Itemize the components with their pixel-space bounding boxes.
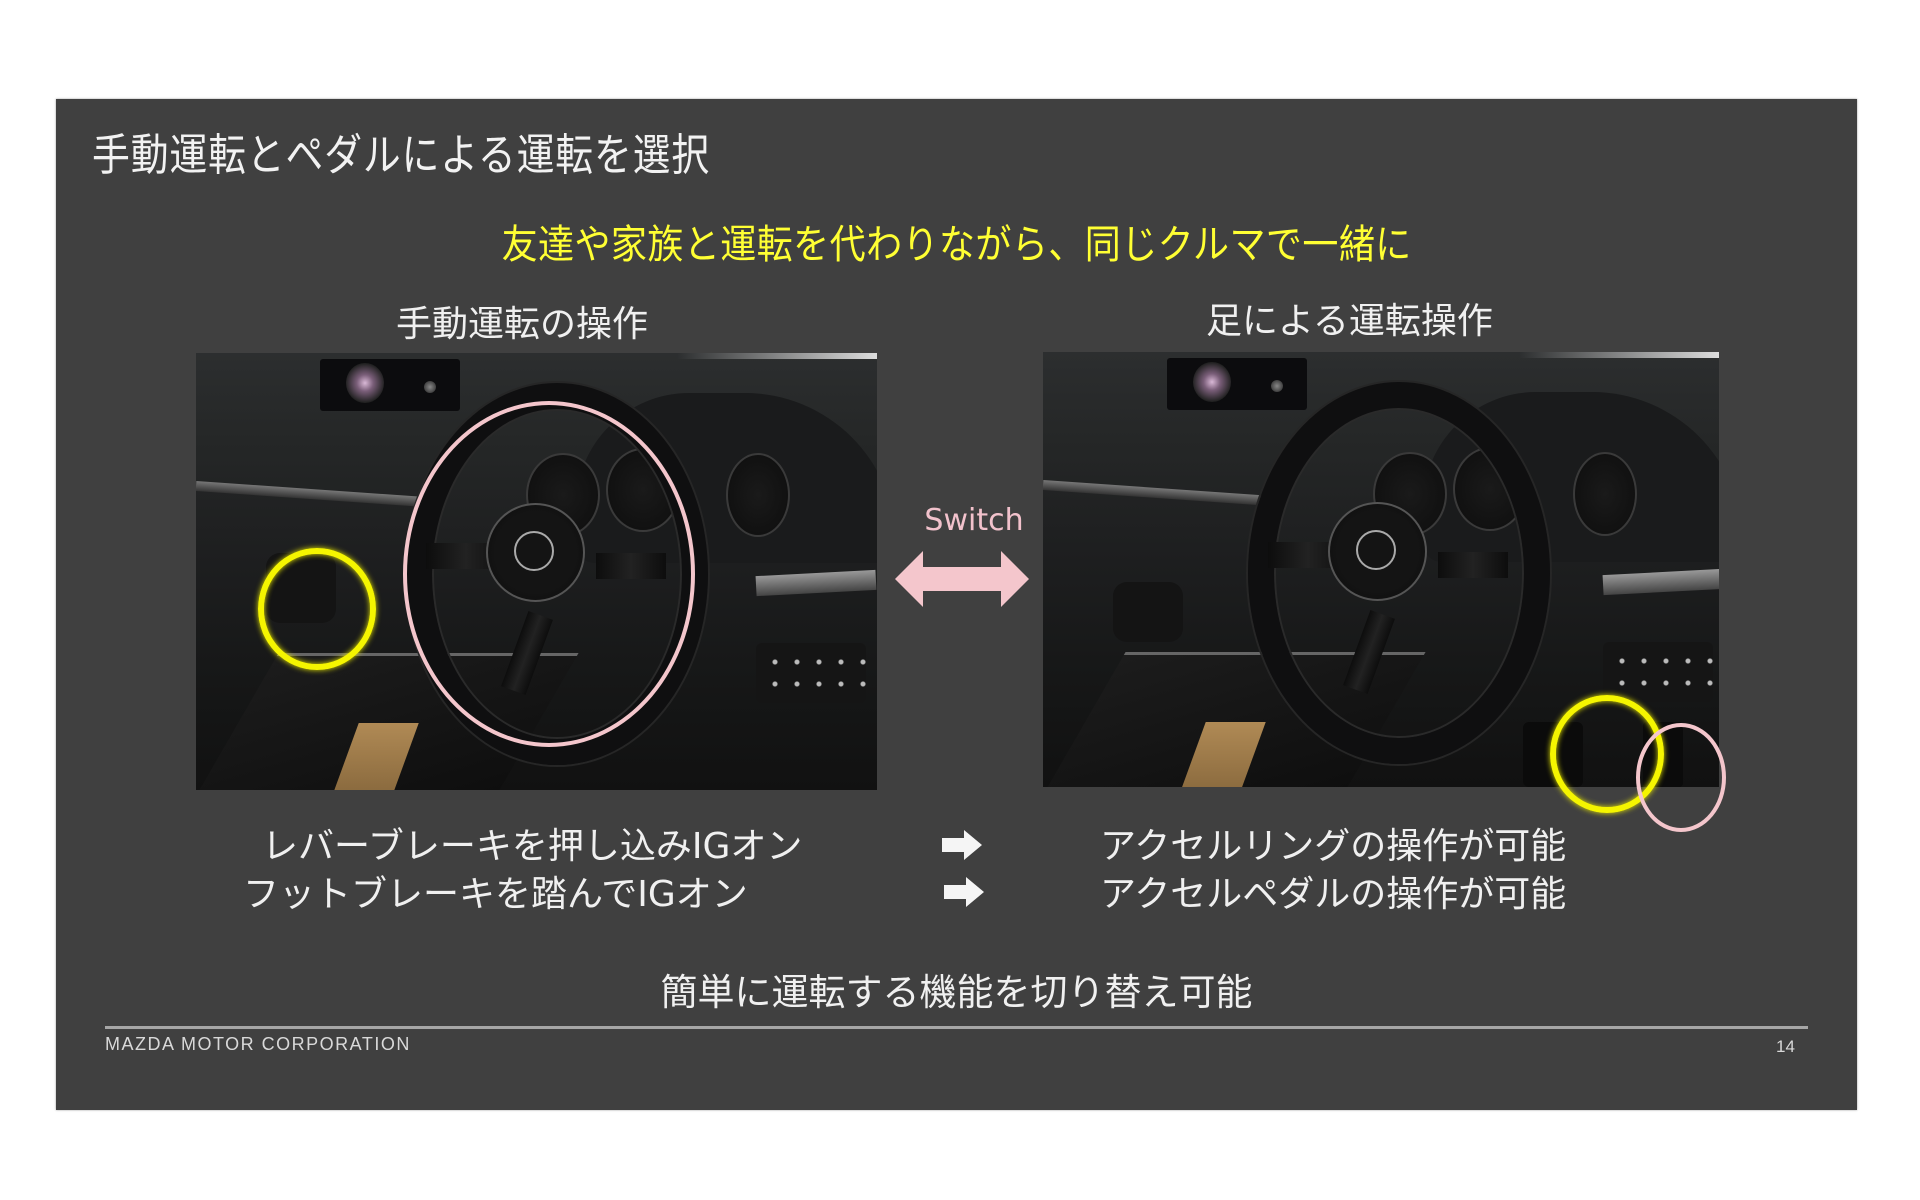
climate-buttons [756,643,866,703]
gauge [726,453,790,537]
row-2-condition: フットブレーキを踏んでIGオン [243,874,748,915]
photo-highlight [677,353,877,359]
cockpit-photo-hand-control [196,353,877,790]
right-panel-heading: 足による運転操作 [1206,301,1493,342]
row-1-condition: レバーブレーキを押し込みIGオン [262,826,803,867]
center-display [320,359,460,411]
dashboard-trim [1043,480,1273,507]
center-display [1167,358,1307,410]
climate-buttons [1603,642,1713,702]
left-panel-heading: 手動運転の操作 [396,304,649,345]
hand-brake-lever [1113,582,1183,642]
slide-subtitle: 友達や家族と運転を代わりながら、同じクルマで一緒に [56,212,1857,270]
dashboard-trim [196,481,426,508]
right-arrow-icon [944,877,984,907]
row-1-result: アクセルリングの操作が可能 [1100,826,1567,867]
mazda-logo-icon [1356,530,1396,570]
double-arrow-icon [895,551,1029,607]
page-number: 14 [1776,1037,1795,1056]
summary-text: 簡単に運転する機能を切り替え可能 [660,971,1253,1014]
air-vent [1602,568,1719,596]
photo-highlight [1519,352,1719,358]
gauge [1573,452,1637,536]
footer-company: MAZDA MOTOR CORPORATION [105,1034,411,1054]
switch-label: Switch [924,503,1024,538]
footer-divider [105,1026,1808,1029]
right-arrow-icon [942,830,982,860]
subtitle-text: 友達や家族と運転を代わりながら、同じクルマで一緒に [501,222,1412,268]
highlight-hand-brake-ring [258,548,376,670]
slide-title: 手動運転とペダルによる運転を選択 [92,130,711,181]
air-vent [755,569,877,597]
slide: 手動運転とペダルによる運転を選択 友達や家族と運転を代わりながら、同じクルマで一… [56,99,1857,1110]
cockpit-photo-foot-control [1043,352,1719,787]
row-2-result: アクセルペダルの操作が可能 [1100,874,1567,915]
highlight-accelerator-pedal [1636,723,1726,832]
highlight-accelerator-ring [403,401,695,747]
steering-hub [1328,502,1427,601]
